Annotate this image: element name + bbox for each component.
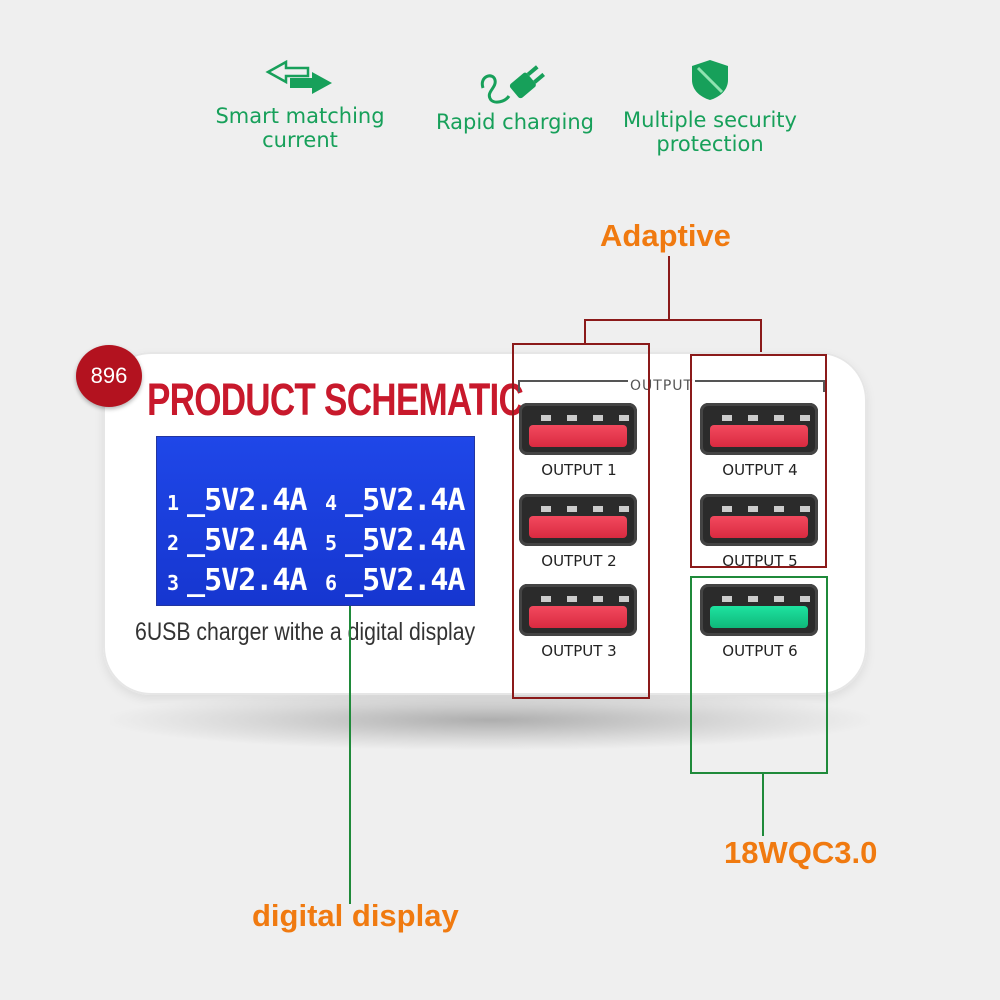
usb-socket [700, 494, 818, 546]
lcd-cell: 3 _5V2.4A [167, 563, 307, 598]
lcd-value: _5V2.4A [187, 523, 307, 558]
port-label: OUTPUT 2 [541, 552, 617, 570]
lcd-cell: 5 _5V2.4A [325, 523, 465, 558]
port-label: OUTPUT 6 [722, 642, 798, 660]
digital-display-callout: digital display [252, 898, 459, 933]
port-label: OUTPUT 5 [722, 552, 798, 570]
usb-port-4: OUTPUT 4 [700, 403, 820, 479]
qc-connector [762, 774, 764, 836]
usb-socket [519, 494, 637, 546]
lcd-value: _5V2.4A [187, 563, 307, 598]
lcd-port-number: 5 [325, 531, 338, 555]
lcd-value: _5V2.4A [187, 483, 307, 518]
port-label: OUTPUT 4 [722, 461, 798, 479]
plug-icon [480, 65, 545, 104]
usb-port-1: OUTPUT 1 [519, 403, 639, 479]
usb-socket [519, 584, 637, 636]
shield-icon [692, 60, 728, 100]
usb-socket [519, 403, 637, 455]
adaptive-bracket-left [584, 319, 586, 343]
output-header: OUTPUT [628, 378, 696, 394]
adaptive-callout: Adaptive [600, 218, 731, 253]
adaptive-bracket [584, 319, 762, 321]
feature-line-1: Smart matching [215, 104, 385, 128]
feature-security-protection: Multiple security protection [610, 58, 810, 156]
feature-line-2: current [262, 128, 338, 152]
usb-socket [700, 403, 818, 455]
qc-callout: 18WQC3.0 [724, 835, 878, 870]
digital-connector [349, 606, 351, 904]
charger-caption: 6USB charger withe a digital display [135, 618, 476, 646]
lcd-cell: 4 _5V2.4A [325, 483, 465, 518]
usb-port-6: OUTPUT 6 [700, 584, 820, 660]
number-badge: 896 [76, 345, 142, 407]
lcd-port-number: 2 [167, 531, 180, 555]
adaptive-group-left-box [512, 343, 650, 699]
product-title: PRODUCT SCHEMATIC [147, 374, 524, 425]
qc-group-box [690, 576, 828, 774]
feature-line-1: Multiple security [623, 108, 797, 132]
lcd-display: 1 _5V2.4A 4 _5V2.4A 2 _5V2.4A 5 _5V2.4A … [156, 436, 475, 606]
arrows-icon [265, 59, 332, 94]
lcd-port-number: 6 [325, 571, 338, 595]
feature-smart-matching: Smart matching current [200, 58, 400, 152]
lcd-value: _5V2.4A [345, 483, 465, 518]
lcd-cell: 1 _5V2.4A [167, 483, 307, 518]
lcd-row: 2 _5V2.4A 5 _5V2.4A [167, 523, 467, 563]
lcd-row: 1 _5V2.4A 4 _5V2.4A [167, 483, 467, 523]
lcd-port-number: 3 [167, 571, 180, 595]
usb-port-2: OUTPUT 2 [519, 494, 639, 570]
usb-socket [700, 584, 818, 636]
feature-rapid-charging: Rapid charging [420, 62, 610, 134]
adaptive-group-right-box [690, 354, 827, 568]
lcd-value: _5V2.4A [345, 563, 465, 598]
lcd-value: _5V2.4A [345, 523, 465, 558]
usb-port-3: OUTPUT 3 [519, 584, 639, 660]
charger-shadow [110, 690, 870, 750]
feature-line-1: Rapid charging [436, 110, 594, 134]
usb-port-5: OUTPUT 5 [700, 494, 820, 570]
adaptive-bracket-right [760, 319, 762, 355]
lcd-cell: 6 _5V2.4A [325, 563, 465, 598]
lcd-port-number: 1 [167, 491, 180, 515]
lcd-port-number: 4 [325, 491, 338, 515]
lcd-row: 3 _5V2.4A 6 _5V2.4A [167, 563, 467, 603]
feature-line-2: protection [656, 132, 764, 156]
lcd-cell: 2 _5V2.4A [167, 523, 307, 558]
adaptive-connector [668, 256, 670, 320]
port-label: OUTPUT 1 [541, 461, 617, 479]
port-label: OUTPUT 3 [541, 642, 617, 660]
